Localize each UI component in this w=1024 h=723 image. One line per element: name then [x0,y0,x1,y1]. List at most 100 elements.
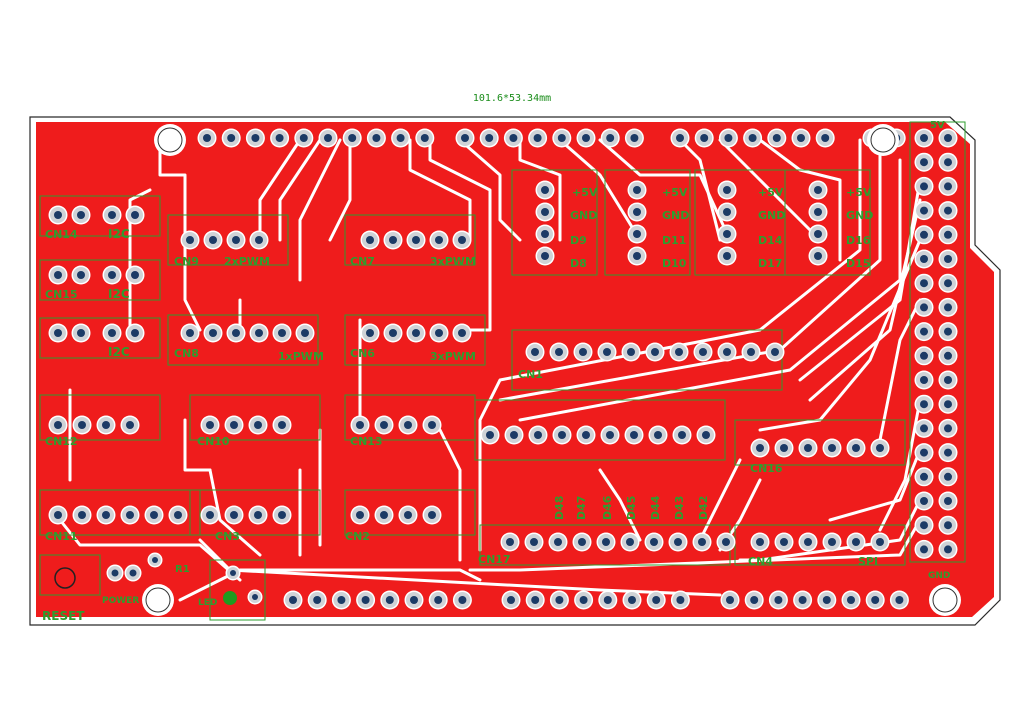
pad [125,205,145,225]
pad [120,505,140,525]
component-outline [167,314,319,366]
label-plus5v-a: +5V [572,186,598,199]
pad [549,590,569,610]
pad [743,128,763,148]
pad [535,246,555,266]
label-cn12: CN12 [45,435,78,448]
pad [525,342,545,362]
pad [793,590,813,610]
pad [102,265,122,285]
pad [391,128,411,148]
pad [125,323,145,343]
pad [452,590,472,610]
pad [914,225,934,245]
label-plus5v-d: +5V [846,186,872,199]
label-cn16: CN16 [750,462,783,475]
label-d47: D47 [575,496,588,520]
pad [180,323,200,343]
pad [147,552,163,568]
component-outline [784,169,871,276]
label-d14: D14 [758,234,783,247]
trace [408,138,472,242]
component-outline [189,489,321,536]
label-i2c-1: I2C [108,227,130,241]
component-outline [344,214,476,266]
component-outline [39,489,201,536]
label-led: LED [198,598,217,608]
pad [294,128,314,148]
component-outline [474,399,726,461]
label-cn10: CN10 [197,435,230,448]
label-cn6: CN6 [350,347,375,360]
pad [870,532,890,552]
pad [125,265,145,285]
board-dimension-label: 101.6*53.34mm [472,93,552,104]
label-d15: D15 [846,257,870,270]
pad [283,590,303,610]
pad [750,532,770,552]
pad [669,342,689,362]
pad [71,323,91,343]
label-x-pwm-1: 1xPWM [278,350,324,363]
trace [58,518,242,582]
pad [535,180,555,200]
pad [572,532,592,552]
trace [128,188,152,332]
pad [938,273,958,293]
trace [298,138,342,282]
pad [624,128,644,148]
pad [72,415,92,435]
component-outline [189,394,321,441]
label-spi: SPI [858,555,878,568]
component-outline [39,259,161,301]
pad [342,128,362,148]
label-d8: D8 [570,257,587,270]
pad [938,346,958,366]
pad [692,532,712,552]
pad [846,532,866,552]
pad [226,323,246,343]
label-gnd-corner: GND [928,571,950,581]
pad [535,224,555,244]
pad [383,323,403,343]
pad [528,128,548,148]
component-outline [344,489,476,536]
trace [278,138,322,242]
trace [598,138,732,242]
pad [808,224,828,244]
pad [71,265,91,285]
pad [817,590,837,610]
pad [744,590,764,610]
pad [350,505,370,525]
pad [644,532,664,552]
pad [693,342,713,362]
pad [791,128,811,148]
pad [501,590,521,610]
pad [914,394,934,414]
pad [415,128,435,148]
component-outline [511,169,598,276]
pad [574,590,594,610]
label-cn1: CN1 [518,368,543,381]
pad [552,128,572,148]
mounting-hole [142,584,174,616]
label-d17: D17 [758,257,782,270]
pad [889,590,909,610]
pad [548,532,568,552]
component-outline [167,214,289,266]
pad [102,323,122,343]
pad [144,505,164,525]
trace [758,238,922,432]
trace [428,138,492,332]
pad [295,323,315,343]
pad [525,590,545,610]
pad [120,415,140,435]
pad [48,205,68,225]
trace [183,418,212,472]
pad [622,590,642,610]
label-power: POWER [102,596,139,606]
pad [774,532,794,552]
label-r1: R1 [175,564,190,575]
pad [822,532,842,552]
pad [203,323,223,343]
